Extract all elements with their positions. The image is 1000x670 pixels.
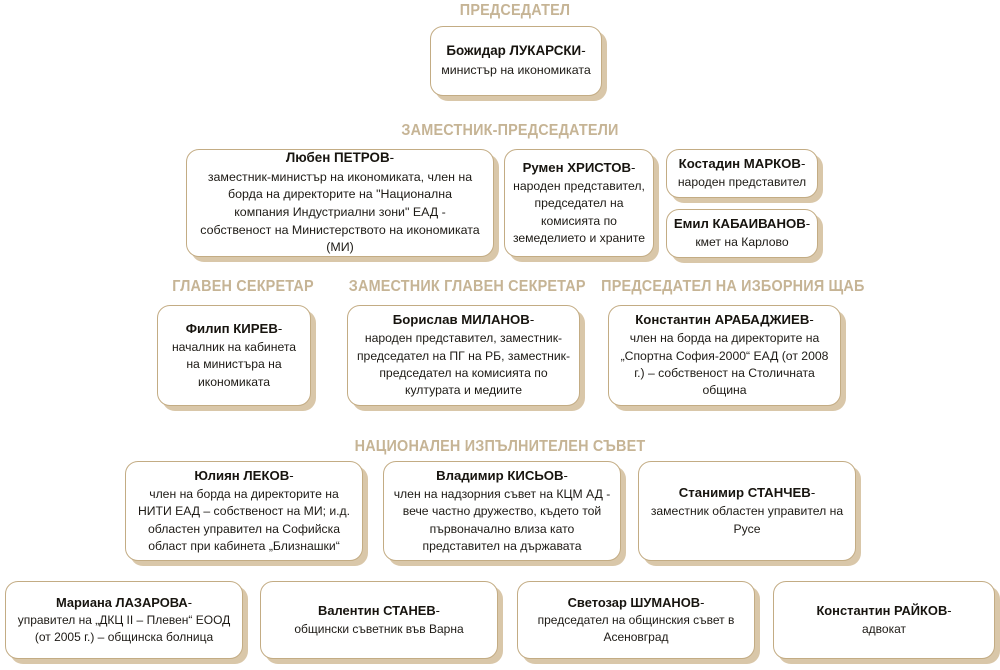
name-dash: - xyxy=(289,467,294,483)
node-council-shumanov[interactable]: Светозар ШУМАНОВ- председател на общинск… xyxy=(517,581,755,659)
name-dash: - xyxy=(800,156,806,172)
node-council-lekov[interactable]: Юлиян ЛЕКОВ- член на борда на директорит… xyxy=(125,461,363,561)
node-name: Костадин МАРКОВ- xyxy=(678,156,806,172)
node-deputy-chairman-markov[interactable]: Костадин МАРКОВ- народен представител xyxy=(666,149,818,198)
node-name: Мариана ЛАЗАРОВА- xyxy=(55,594,193,610)
node-name: Юлиян ЛЕКОВ- xyxy=(194,467,294,483)
name-dash: - xyxy=(529,312,535,328)
node-role: член на борда на директорите на „Спортна… xyxy=(620,331,829,398)
node-role: министър на икономиката xyxy=(441,62,591,77)
section-title-deputy-chairmen: ЗАМЕСТНИК-ПРЕДСЕДАТЕЛИ xyxy=(401,122,619,139)
name-dash: - xyxy=(809,312,814,328)
node-deputy-secretary-general-milanov[interactable]: Борислав МИЛАНОВ- народен представител, … xyxy=(347,305,580,406)
node-deputy-chairman-hristov[interactable]: Румен ХРИСТОВ- народен представител, пре… xyxy=(504,149,654,257)
node-election-hq-chair-arabadzhiev[interactable]: Константин АРАБАДЖИЕВ- член на борда на … xyxy=(608,305,841,406)
node-deputy-chairman-petrov[interactable]: Любен ПЕТРОВ- заместник-министър на икон… xyxy=(186,149,494,257)
name-dash: - xyxy=(187,594,193,610)
name-dash: - xyxy=(947,603,952,619)
name-dash: - xyxy=(631,159,636,175)
name-dash: - xyxy=(805,216,811,232)
node-deputy-chairman-kabaivanov[interactable]: Емил КАБАИВАНОВ- кмет на Карлово xyxy=(666,209,818,258)
node-role: член на надзорния съвет на КЦМ АД - вече… xyxy=(393,486,611,553)
node-name: Светозар ШУМАНОВ- xyxy=(567,594,705,610)
section-title-election-hq-chair: ПРЕДСЕДАТЕЛ НА ИЗБОРНИЯ ЩАБ xyxy=(601,278,865,295)
node-role: кмет на Карлово xyxy=(695,235,789,250)
node-role: адвокат xyxy=(861,621,906,636)
node-council-kisyov[interactable]: Владимир КИСЬОВ- член на надзорния съвет… xyxy=(383,461,621,561)
node-name: Борислав МИЛАНОВ- xyxy=(392,312,535,328)
node-name: Емил КАБАИВАНОВ- xyxy=(673,216,811,232)
node-name: Станимир СТАНЧЕВ- xyxy=(678,485,816,501)
node-secretary-general-kirev[interactable]: Филип КИРЕВ- началник на кабинета на мин… xyxy=(157,305,311,406)
name-dash: - xyxy=(810,485,816,501)
node-name: Любен ПЕТРОВ- xyxy=(285,150,395,166)
node-name: Константин АРАБАДЖИЕВ- xyxy=(635,312,814,328)
name-dash: - xyxy=(700,594,705,610)
name-dash: - xyxy=(277,320,283,336)
node-role: началник на кабинета на министъра на ико… xyxy=(171,340,297,389)
node-role: общински съветник във Варна xyxy=(294,621,464,636)
node-council-stanchev[interactable]: Станимир СТАНЧЕВ- заместник областен упр… xyxy=(638,461,856,561)
section-title-chairman: ПРЕДСЕДАТЕЛ xyxy=(459,2,571,19)
node-council-stanev[interactable]: Валентин СТАНЕВ- общински съветник във В… xyxy=(260,581,498,659)
node-role: председател на общинския съвет в Асеновг… xyxy=(537,613,735,645)
node-role: народен представител xyxy=(677,175,807,190)
node-name: Румен ХРИСТОВ- xyxy=(522,159,636,175)
node-name: Валентин СТАНЕВ- xyxy=(318,603,440,619)
node-name: Божидар ЛУКАРСКИ- xyxy=(446,43,586,59)
node-role: заместник-министър на икономиката, член … xyxy=(200,169,480,255)
node-role: управител на „ДКЦ II – Плевен“ ЕООД (от … xyxy=(17,613,231,645)
node-chairman-lukarski[interactable]: Божидар ЛУКАРСКИ- министър на икономикат… xyxy=(430,26,602,96)
node-role: народен представител, председател на ком… xyxy=(512,178,646,245)
name-dash: - xyxy=(581,43,586,59)
name-dash: - xyxy=(389,150,395,166)
section-title-deputy-secretary-general: ЗАМЕСТНИК ГЛАВЕН СЕКРЕТАР xyxy=(348,278,586,295)
node-name: Филип КИРЕВ- xyxy=(185,320,283,336)
node-role: заместник областен управител на Русе xyxy=(650,504,844,536)
node-role: член на борда на директорите на НИТИ ЕАД… xyxy=(137,486,351,553)
node-council-raykov[interactable]: Константин РАЙКОВ- адвокат xyxy=(773,581,995,659)
section-title-secretary-general: ГЛАВЕН СЕКРЕТАР xyxy=(172,278,314,295)
name-dash: - xyxy=(563,467,568,483)
node-name: Владимир КИСЬОВ- xyxy=(436,467,568,483)
node-name: Константин РАЙКОВ- xyxy=(816,603,952,619)
section-title-national-executive-council: НАЦИОНАЛЕН ИЗПЪЛНИТЕЛЕН СЪВЕТ xyxy=(354,438,646,455)
node-role: народен представител, заместник-председа… xyxy=(356,331,571,398)
name-dash: - xyxy=(435,603,440,619)
node-council-lazarova[interactable]: Мариана ЛАЗАРОВА- управител на „ДКЦ II –… xyxy=(5,581,243,659)
